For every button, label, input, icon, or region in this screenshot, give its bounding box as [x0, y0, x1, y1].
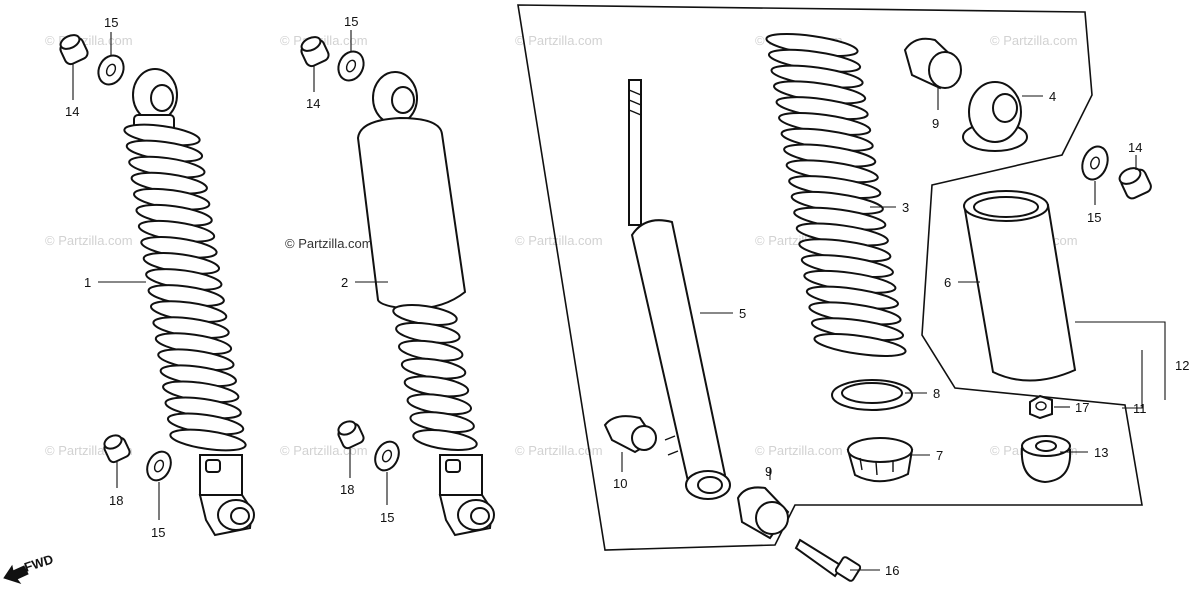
callout-15-b: 15 [344, 14, 358, 29]
rubber-13[interactable] [1020, 435, 1072, 484]
shock-absorber-1[interactable] [123, 68, 255, 537]
callout-11: 11 [1133, 401, 1147, 416]
damper-unit-5[interactable] [628, 79, 731, 500]
callout-3: 3 [902, 200, 909, 215]
forward-direction-indicator: FWD [3, 551, 55, 584]
watermark: © Partzilla.com [755, 443, 843, 458]
bushing-9-upper[interactable] [903, 37, 962, 90]
bracket-11 [1122, 350, 1143, 409]
callout-17: 17 [1075, 400, 1089, 415]
callout-5: 5 [739, 306, 746, 321]
cap-nut-14-c[interactable] [1117, 165, 1153, 200]
coil-spring [123, 123, 247, 452]
spring-seat-8[interactable] [831, 379, 913, 411]
coil-spring-3[interactable] [765, 30, 907, 361]
watermark-center: © Partzilla.com [285, 236, 373, 251]
callout-10: 10 [613, 476, 627, 491]
callout-2: 2 [341, 275, 348, 290]
callout-14-a: 14 [65, 104, 79, 119]
washer-15-b[interactable] [334, 47, 368, 84]
nut-18-b[interactable] [336, 419, 365, 450]
washer-15-d[interactable] [143, 448, 176, 484]
bushing-9-lower[interactable] [736, 486, 790, 540]
watermark: © Partzilla.com [45, 233, 133, 248]
spring-adjuster-7[interactable] [846, 437, 914, 483]
assembly-outline [517, 4, 1143, 551]
callout-13: 13 [1094, 445, 1108, 460]
callout-9-upper: 9 [932, 116, 939, 131]
washer-15-c[interactable] [1078, 143, 1112, 183]
bolt-16[interactable] [794, 538, 862, 582]
callout-18-a: 18 [109, 493, 123, 508]
nut-18-a[interactable] [102, 433, 131, 464]
watermark: © Partzilla.com [515, 33, 603, 48]
watermark: © Partzilla.com [990, 33, 1078, 48]
callout-1: 1 [84, 275, 91, 290]
watermark: © Partzilla.com [45, 33, 133, 48]
nut-17[interactable] [1029, 394, 1053, 420]
callout-15-e: 15 [380, 510, 394, 525]
callout-15-c: 15 [1087, 210, 1101, 225]
watermark: © Partzilla.com [515, 233, 603, 248]
callout-15-a: 15 [104, 15, 118, 30]
washer-15-e[interactable] [371, 438, 404, 474]
coil-spring [392, 304, 478, 451]
leader-lines [72, 30, 1137, 571]
callout-4: 4 [1049, 89, 1056, 104]
cap-nut-14-b[interactable] [299, 34, 330, 68]
callout-14-c: 14 [1128, 140, 1142, 155]
callout-7: 7 [936, 448, 943, 463]
callout-labels: 1 2 3 4 5 6 7 8 9 9 10 11 12 13 14 14 14… [65, 14, 1189, 578]
spring-cover-6[interactable] [963, 190, 1077, 382]
collar-10[interactable] [603, 415, 657, 454]
callout-8: 8 [933, 386, 940, 401]
upper-joint-4[interactable] [962, 81, 1028, 152]
callout-15-d: 15 [151, 525, 165, 540]
callout-16: 16 [885, 563, 899, 578]
callout-14-b: 14 [306, 96, 320, 111]
forward-label: FWD [22, 551, 55, 574]
cap-nut-14-a[interactable] [58, 32, 89, 66]
shock-absorber-2[interactable] [356, 71, 495, 537]
washer-15-a[interactable] [94, 51, 128, 88]
bracket-12 [1075, 321, 1166, 400]
forward-arrow-icon [3, 564, 29, 584]
callout-18-b: 18 [340, 482, 354, 497]
callout-12: 12 [1175, 358, 1189, 373]
callout-9-lower: 9 [765, 464, 772, 479]
callout-6: 6 [944, 275, 951, 290]
watermark: © Partzilla.com [515, 443, 603, 458]
